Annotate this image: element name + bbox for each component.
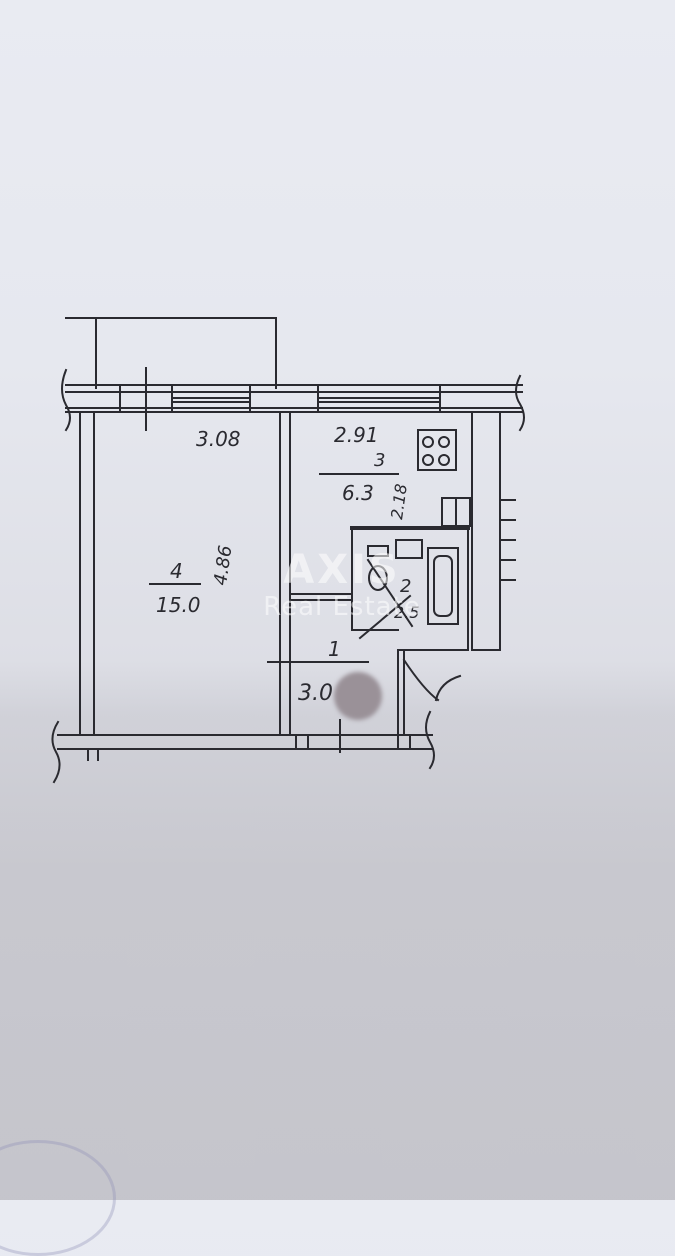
right-wall — [471, 411, 516, 651]
top-exterior-wall — [61, 367, 525, 432]
room-3-number: 3 — [374, 450, 385, 471]
hallway-walls — [397, 649, 462, 736]
redaction-blur — [334, 672, 382, 720]
room-4-depth-label: 4.86 — [210, 544, 236, 587]
room-3-depth-label: 2.18 — [387, 483, 411, 521]
bathroom-walls — [350, 526, 470, 651]
room-3-area: 6.3 — [342, 481, 374, 505]
room-4-width-label: 3.08 — [196, 427, 241, 451]
balcony — [65, 317, 277, 389]
left-exterior-wall — [79, 411, 95, 736]
partition-wall-room-4 — [267, 411, 353, 736]
bathtub — [427, 547, 459, 625]
floor-plan: 3.08 4.86 4 15.0 2.91 3 6.3 2.18 2 2.5 1… — [51, 317, 525, 784]
room-2-number: 2 — [400, 576, 411, 597]
bottom-exterior-wall — [51, 710, 435, 784]
room-4-number: 4 — [170, 559, 183, 583]
room-2-area: 2.5 — [394, 603, 419, 622]
toilet — [367, 545, 389, 591]
stove — [417, 429, 457, 471]
washbasin — [395, 539, 423, 559]
room-1-number: 1 — [328, 637, 341, 661]
room-4-area: 15.0 — [156, 593, 201, 617]
room-1-area: 3.0 — [298, 681, 333, 706]
room-3-width-label: 2.91 — [334, 423, 379, 447]
kitchen-sink — [441, 497, 471, 527]
